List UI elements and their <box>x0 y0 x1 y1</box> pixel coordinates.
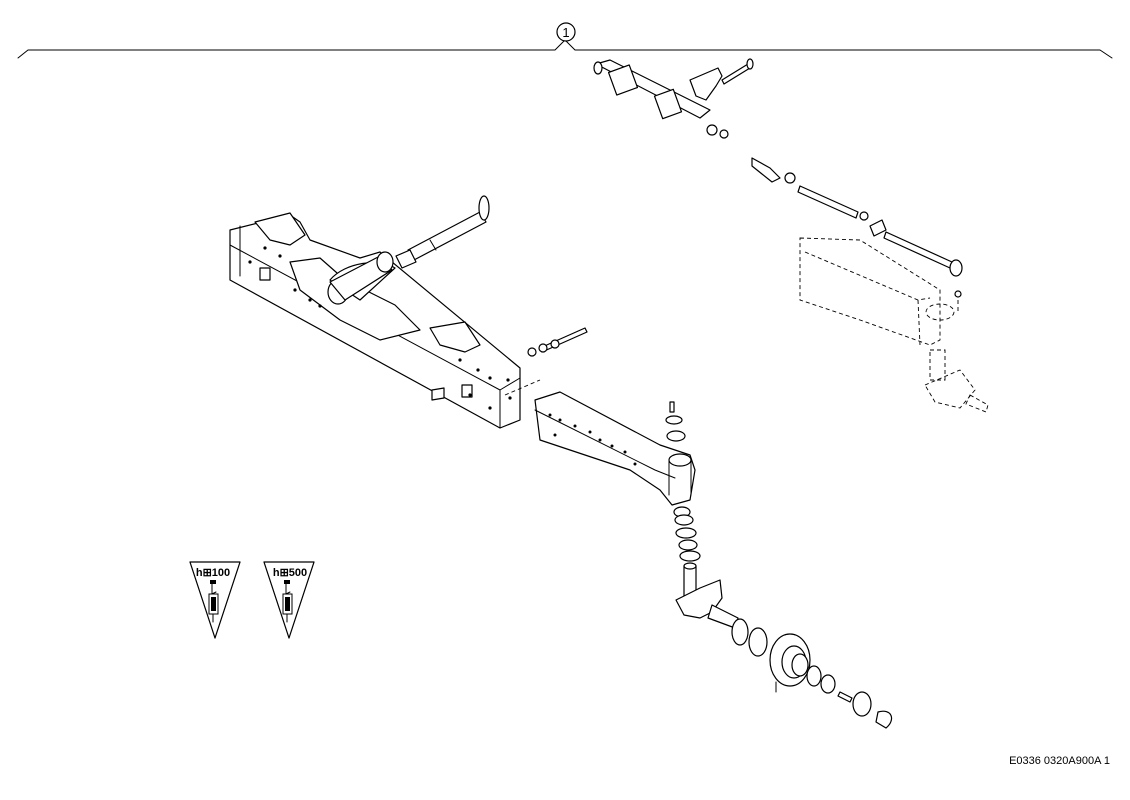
grease-gun-icon <box>208 580 219 623</box>
lubrication-label-100: h⊞100 <box>196 567 230 579</box>
axle-extension <box>534 391 696 506</box>
callout-bracket: 1 <box>17 22 1113 59</box>
lubrication-symbol-500: h⊞500 <box>263 561 315 639</box>
steering-knuckle <box>675 562 739 629</box>
callout-number: 1 <box>562 25 569 40</box>
drawing-code: E0336 0320A900A 1 <box>1009 755 1110 767</box>
kingpin-hardware <box>665 401 701 562</box>
lubrication-label-500: h⊞500 <box>273 567 307 579</box>
grease-gun-icon <box>282 580 293 623</box>
wheel-hub <box>731 618 893 729</box>
callout-circle <box>556 22 576 42</box>
reference-axle-outline <box>799 237 989 413</box>
axle-beam <box>229 212 521 429</box>
tie-rod-assembly <box>593 58 963 314</box>
pivot-pin <box>395 195 490 269</box>
beam-bolt-set <box>504 327 588 396</box>
lubrication-symbol-100: h⊞100 <box>189 561 241 639</box>
